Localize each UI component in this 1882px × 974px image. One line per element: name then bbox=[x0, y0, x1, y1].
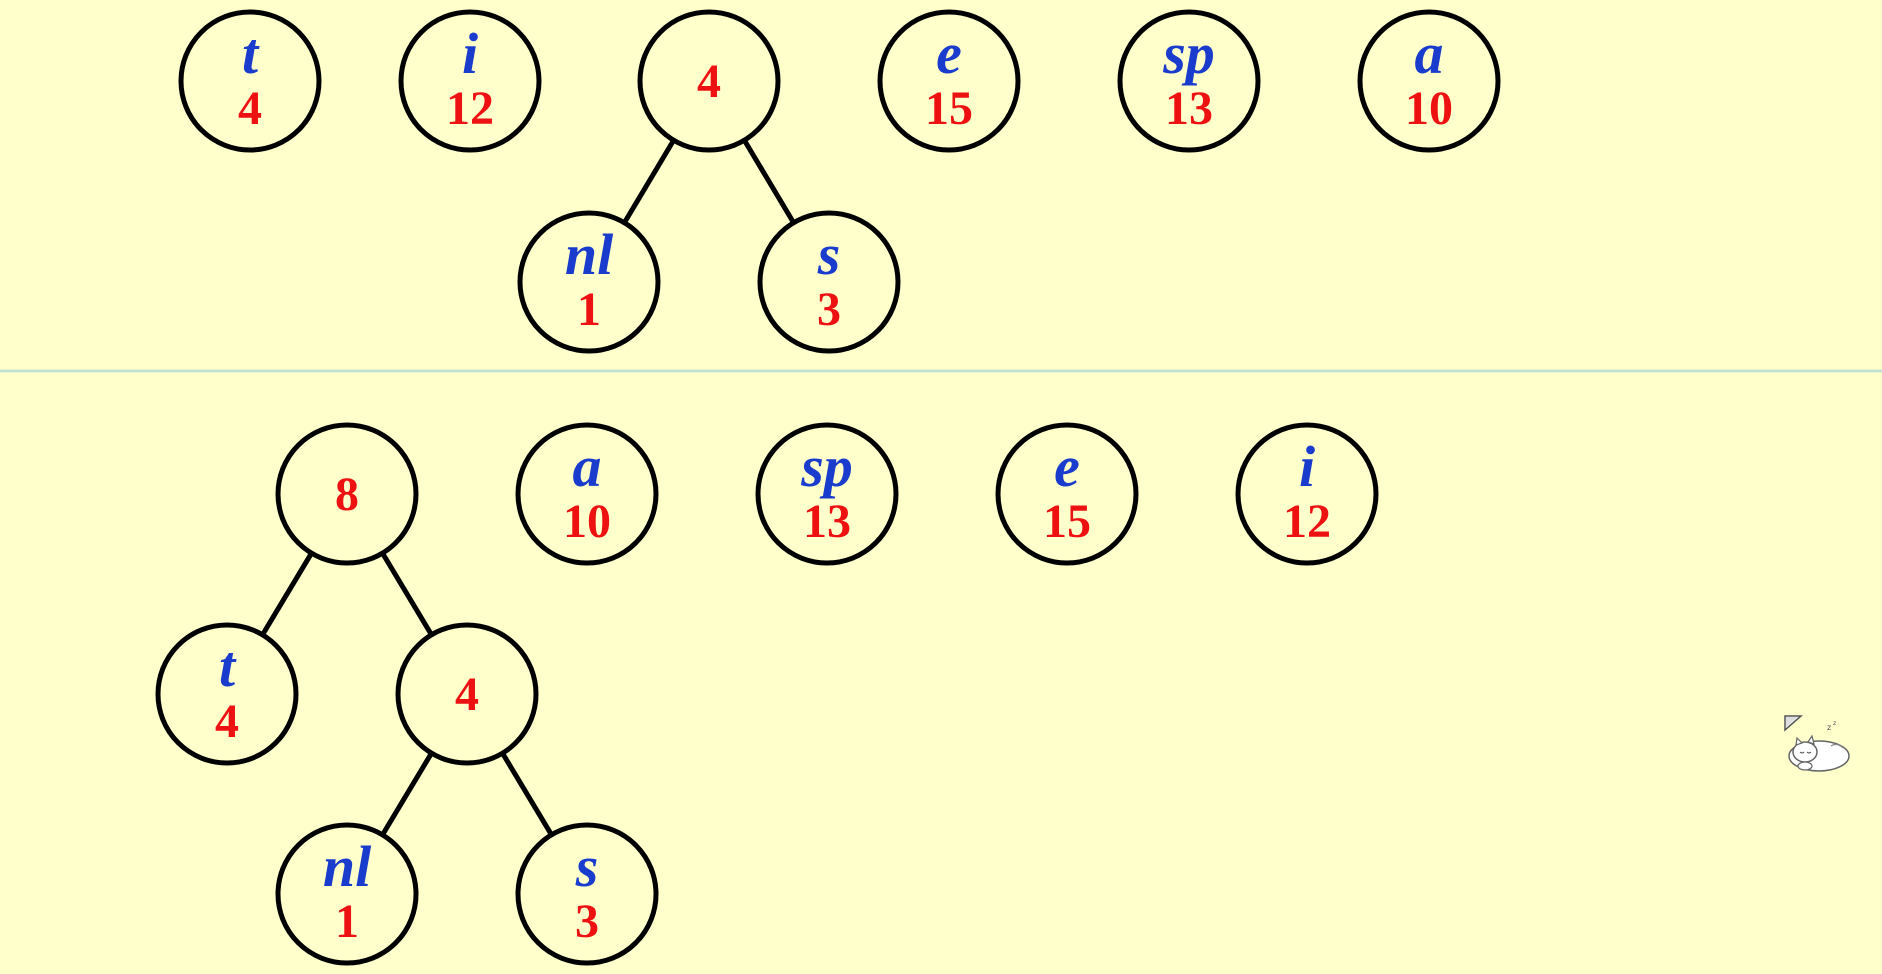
node-weight: 13 bbox=[803, 495, 851, 548]
tree-node-t: t4 bbox=[178, 9, 322, 153]
sleeping-cat-icon: z z bbox=[1783, 714, 1851, 774]
node-symbol: sp bbox=[800, 434, 853, 499]
tree-edge-n4-nl bbox=[380, 751, 434, 837]
tree-node-i: i12 bbox=[398, 9, 542, 153]
tree-node-n4: 4 bbox=[637, 9, 781, 153]
node-symbol: e bbox=[1054, 434, 1080, 499]
node-weight: 13 bbox=[1165, 82, 1213, 135]
node-symbol: i bbox=[1299, 434, 1315, 499]
node-weight: 4 bbox=[215, 695, 239, 748]
tree-node-nl: nl1 bbox=[517, 210, 661, 354]
node-symbol: i bbox=[462, 21, 478, 86]
node-weight: 1 bbox=[577, 283, 601, 336]
panel-divider bbox=[0, 369, 1882, 373]
node-circle bbox=[275, 822, 419, 966]
node-circle bbox=[178, 9, 322, 153]
node-circle bbox=[517, 210, 661, 354]
node-weight: 1 bbox=[335, 895, 359, 948]
node-circle bbox=[755, 422, 899, 566]
node-weight: 3 bbox=[575, 895, 599, 948]
tree-node-e: e15 bbox=[877, 9, 1021, 153]
node-circle bbox=[395, 622, 539, 766]
node-weight: 4 bbox=[697, 55, 721, 108]
node-weight: 15 bbox=[1043, 495, 1091, 548]
tree-edge-n8-t bbox=[260, 551, 314, 637]
tree-node-s: s3 bbox=[515, 822, 659, 966]
svg-text:z: z bbox=[1827, 723, 1831, 732]
node-circle bbox=[877, 9, 1021, 153]
node-symbol: a bbox=[1415, 21, 1444, 86]
node-circle bbox=[398, 9, 542, 153]
tree-node-i: i12 bbox=[1235, 422, 1379, 566]
node-weight: 4 bbox=[455, 668, 479, 721]
tree-node-t: t4 bbox=[155, 622, 299, 766]
node-weight: 10 bbox=[563, 495, 611, 548]
tree-node-n8: 8 bbox=[275, 422, 419, 566]
node-weight: 12 bbox=[446, 82, 494, 135]
tree-node-a: a10 bbox=[1357, 9, 1501, 153]
tree-node-e: e15 bbox=[995, 422, 1139, 566]
node-weight: 12 bbox=[1283, 495, 1331, 548]
node-circle bbox=[275, 422, 419, 566]
node-circle bbox=[155, 622, 299, 766]
node-symbol: s bbox=[817, 222, 841, 287]
tree-node-nl: nl1 bbox=[275, 822, 419, 966]
tree-edge-n4-s bbox=[742, 138, 796, 225]
node-circle bbox=[995, 422, 1139, 566]
node-symbol: e bbox=[936, 21, 962, 86]
node-circle bbox=[1235, 422, 1379, 566]
node-symbol: nl bbox=[323, 834, 372, 899]
node-circle bbox=[515, 422, 659, 566]
node-symbol: nl bbox=[565, 222, 614, 287]
node-weight: 15 bbox=[925, 82, 973, 135]
node-circle bbox=[1117, 9, 1261, 153]
node-circle bbox=[637, 9, 781, 153]
node-symbol: t bbox=[242, 21, 260, 86]
node-symbol: a bbox=[573, 434, 602, 499]
node-symbol: s bbox=[575, 834, 599, 899]
node-circle bbox=[1357, 9, 1501, 153]
node-circle bbox=[515, 822, 659, 966]
svg-text:z: z bbox=[1833, 720, 1836, 727]
node-circle bbox=[757, 210, 901, 354]
tree-node-n4: 4 bbox=[395, 622, 539, 766]
node-weight: 10 bbox=[1405, 82, 1453, 135]
tree-edge-n8-n4 bbox=[380, 551, 434, 637]
node-weight: 3 bbox=[817, 283, 841, 336]
tree-edge-n4-s bbox=[500, 751, 554, 837]
tree-node-s: s3 bbox=[757, 210, 901, 354]
node-symbol: sp bbox=[1162, 21, 1215, 86]
node-symbol: t bbox=[219, 634, 237, 699]
node-weight: 4 bbox=[238, 82, 262, 135]
tree-edge-n4-nl bbox=[622, 138, 676, 225]
node-weight: 8 bbox=[335, 468, 359, 521]
tree-node-a: a10 bbox=[515, 422, 659, 566]
